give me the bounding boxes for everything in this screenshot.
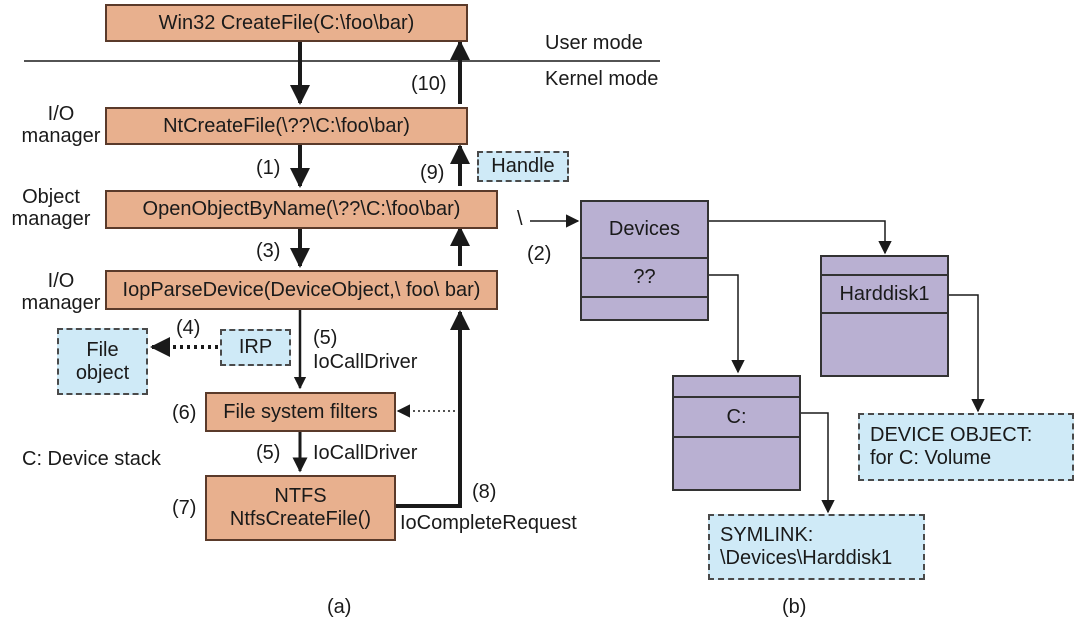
step-5b-label: (5) [256,442,281,464]
c-entry: C: [674,396,799,436]
ntfs-box: NTFS NtfsCreateFile() [205,475,396,541]
file-object-note: File object [57,328,148,395]
handle-note: Handle [477,151,569,182]
harddisk1-header [822,257,947,274]
io-complete-request: IoCompleteRequest [400,512,577,534]
device-object-note: DEVICE OBJECT: for C: Volume [858,413,1074,481]
device-stack-label: C: Device stack [22,448,161,470]
iopparsedevice-box: IopParseDevice(DeviceObject,\ foo\ bar) [105,270,498,310]
object-manager-label: Object manager [11,186,91,230]
step-7-label: (7) [172,497,197,519]
step-6-label: (6) [172,402,197,424]
arrow-c-to-symlink [801,412,835,514]
file-system-filters-box: File system filters [205,392,396,432]
arrow-step8-return [396,310,470,508]
openobjectbyname-box: OpenObjectByName(\??\C:\foo\bar) [105,190,498,229]
kernel-mode-label: Kernel mode [545,68,659,90]
io-call-driver-2: IoCallDriver [313,442,418,464]
symlink-note: SYMLINK: \Devices\Harddisk1 [708,514,925,580]
step-3-label: (3) [256,240,281,262]
arrow-harddisk-to-device [949,294,985,413]
arrow-qq-to-c [709,274,745,374]
step-1-label: (1) [256,157,281,179]
step-10-label: (10) [411,73,447,95]
c-directory: C: [672,375,801,491]
ntfs-label: NTFS [274,485,327,507]
step-5a-label: (5) [313,327,338,349]
devices-entry-qq: ?? [582,257,707,296]
harddisk1-directory: Harddisk1 [820,255,949,377]
step-4-label: (4) [176,317,201,339]
io-manager-label-2: I/O manager [21,270,101,314]
irp-note: IRP [220,329,291,366]
c-header [674,377,799,396]
arrow-devices-to-harddisk [709,220,892,255]
step-8-label: (8) [472,481,497,503]
devices-entry-empty [582,296,707,321]
win32-createfile-box: Win32 CreateFile(C:\foo\bar) [105,4,468,42]
step-2-label: (2) [527,243,552,265]
caption-a: (a) [327,596,352,618]
devices-directory: Devices ?? [580,200,709,321]
root-symbol: \ [517,208,523,230]
user-mode-label: User mode [545,32,643,54]
devices-title: Devices [608,218,681,240]
harddisk1-entry: Harddisk1 [822,274,947,312]
c-body [674,436,799,491]
ntfs-create-file-label: NtfsCreateFile() [229,508,372,530]
step-9-label: (9) [420,162,445,184]
ntcreatefile-box: NtCreateFile(\??\C:\foo\bar) [105,107,468,145]
io-call-driver-1: IoCallDriver [313,351,418,373]
io-manager-label-1: I/O manager [21,103,101,147]
caption-b: (b) [782,596,807,618]
harddisk1-body [822,312,947,377]
